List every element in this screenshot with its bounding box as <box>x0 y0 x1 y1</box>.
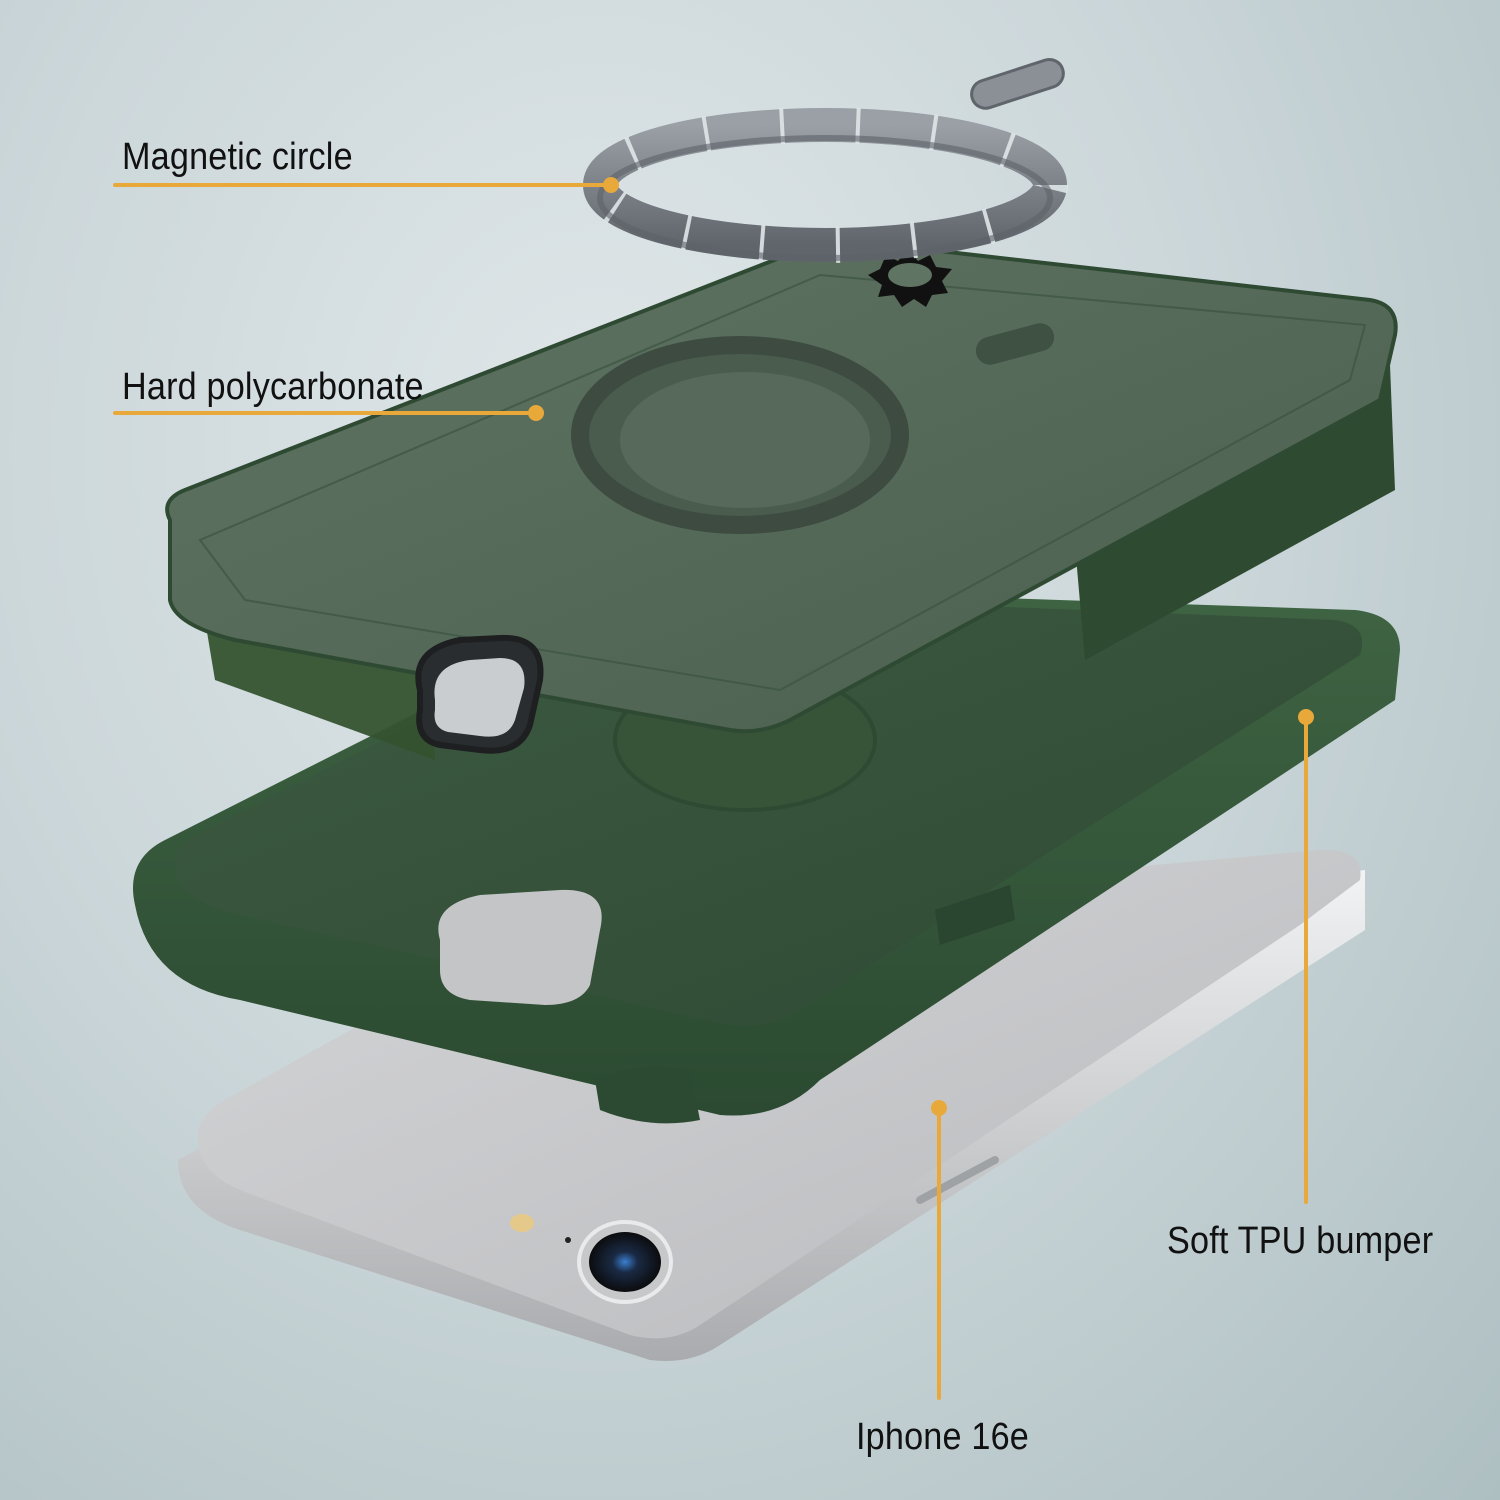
hard-polycarbonate-shell <box>165 239 1398 760</box>
shell-camera-cutout <box>415 634 544 754</box>
camera-lens-icon <box>577 1220 673 1304</box>
sun-logo-icon <box>868 249 952 307</box>
callout-iphone-16e-line <box>937 1108 941 1400</box>
callout-hard-polycarbonate-dot <box>528 405 544 421</box>
magnet-alignment-tab <box>970 57 1065 110</box>
callout-magnetic-circle-dot <box>603 177 619 193</box>
callout-hard-polycarbonate-line <box>113 411 538 415</box>
callout-iphone-16e-label: Iphone 16e <box>856 1416 1029 1458</box>
callout-magnetic-circle-label: Magnetic circle <box>122 136 353 178</box>
callout-soft-tpu-bumper-label: Soft TPU bumper <box>1167 1220 1434 1262</box>
flash-icon <box>510 1214 534 1232</box>
magnetic-ring <box>582 57 1068 263</box>
callout-hard-polycarbonate-label: Hard polycarbonate <box>122 366 424 408</box>
callout-magnetic-circle-line <box>113 183 613 187</box>
callout-soft-tpu-bumper-line <box>1304 716 1308 1204</box>
